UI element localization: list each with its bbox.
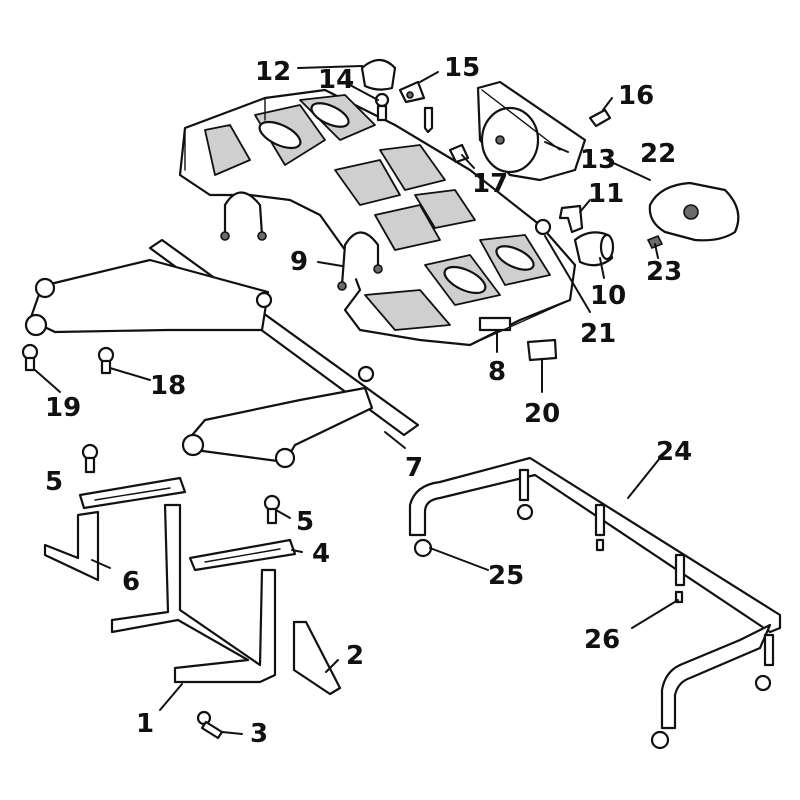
callout-26: 26 — [584, 625, 620, 655]
plate — [526, 338, 558, 362]
stand-frame — [110, 503, 277, 684]
reflector — [648, 181, 740, 242]
callout-20: 20 — [524, 399, 560, 429]
callout-5-right: 5 — [296, 507, 314, 537]
clip-bracket — [398, 80, 434, 134]
leader-lines — [34, 65, 679, 735]
u-bolt — [220, 191, 383, 291]
callout-5-top: 5 — [45, 467, 63, 497]
callout-6: 6 — [122, 567, 140, 597]
callout-14: 14 — [318, 65, 354, 95]
callout-4: 4 — [312, 539, 330, 569]
toothed-bar — [78, 476, 187, 510]
callout-16: 16 — [618, 81, 654, 111]
callout-19: 19 — [45, 393, 81, 423]
knob — [360, 58, 397, 91]
angle-bracket — [43, 510, 100, 582]
tray-body — [178, 88, 577, 347]
lamp — [573, 231, 615, 267]
bolt — [374, 92, 390, 122]
callout-13: 13 — [580, 145, 616, 175]
toothed-bar — [188, 538, 297, 572]
callout-15: 15 — [444, 53, 480, 83]
callout-17: 17 — [472, 169, 508, 199]
callout-23: 23 — [646, 257, 682, 287]
callout-7: 7 — [405, 453, 423, 483]
callout-2: 2 — [346, 641, 364, 671]
callout-12: 12 — [255, 57, 291, 87]
callout-24: 24 — [656, 437, 692, 467]
lamp-bracket — [558, 204, 584, 234]
bolt — [196, 710, 224, 740]
callout-21: 21 — [580, 319, 616, 349]
bolt — [263, 494, 281, 525]
bolt — [21, 343, 39, 372]
frame-assembly — [24, 238, 420, 469]
screw — [588, 108, 612, 128]
callout-11: 11 — [588, 179, 624, 209]
small-nut — [646, 234, 664, 250]
bolt — [81, 443, 99, 474]
callout-1: 1 — [136, 709, 154, 739]
nut — [534, 218, 552, 236]
callout-8: 8 — [488, 357, 506, 387]
callout-22: 22 — [640, 139, 676, 169]
guard-rail — [408, 456, 782, 750]
callout-18: 18 — [150, 371, 186, 401]
side-bracket — [292, 620, 342, 696]
light-housing — [476, 80, 587, 182]
callout-10: 10 — [590, 281, 626, 311]
callout-9: 9 — [290, 247, 308, 277]
callout-25: 25 — [488, 561, 524, 591]
callout-3: 3 — [250, 719, 268, 749]
